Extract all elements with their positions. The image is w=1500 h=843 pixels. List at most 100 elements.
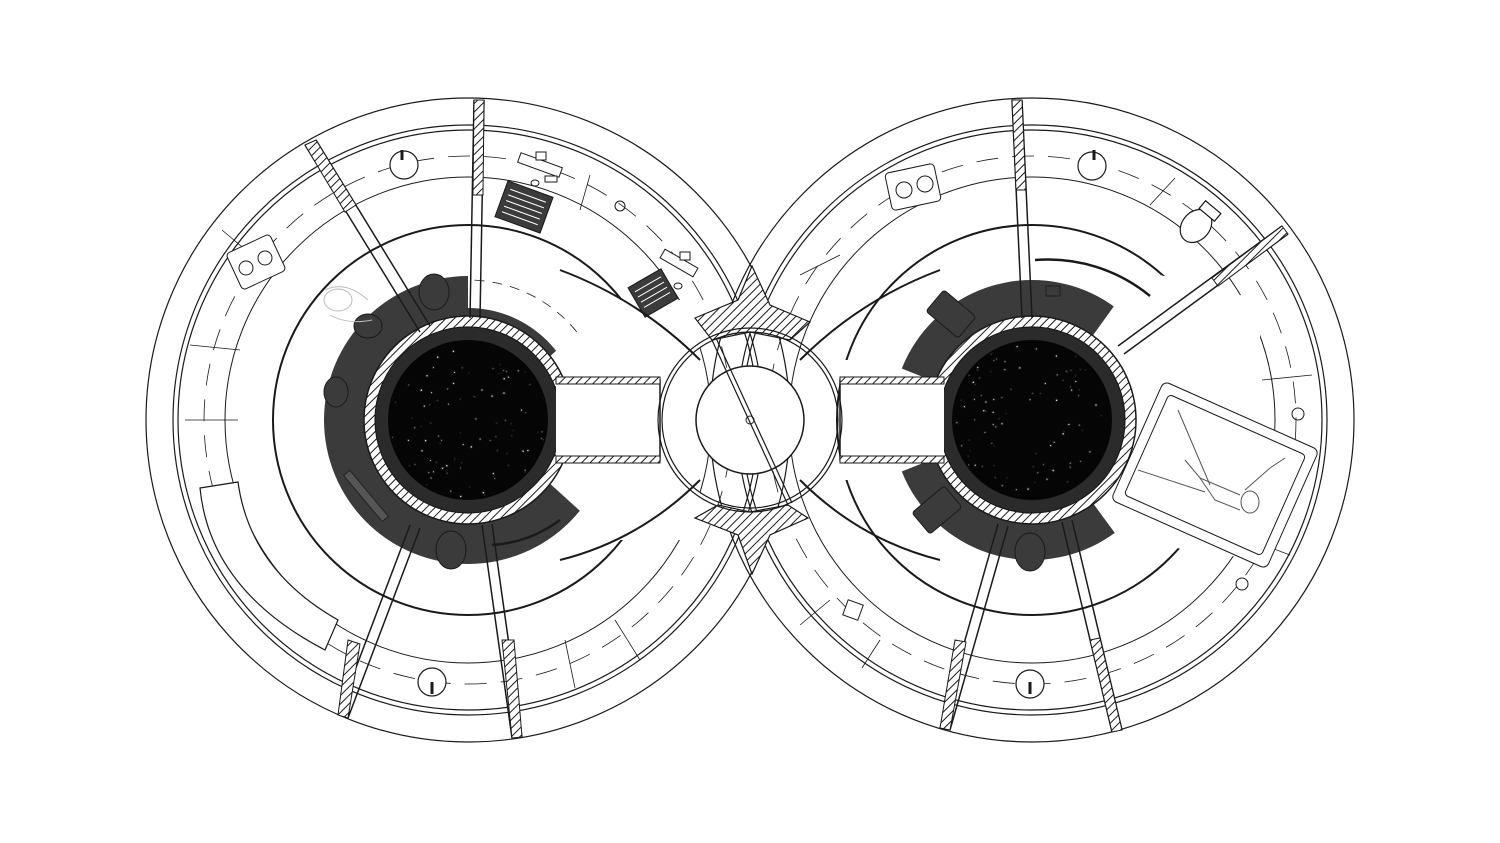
- star: [407, 383, 411, 387]
- star: [967, 374, 971, 377]
- star: [1018, 366, 1022, 370]
- star: [1054, 398, 1059, 403]
- star: [1066, 480, 1069, 484]
- star: [540, 430, 544, 434]
- central-hub: [559, 264, 941, 576]
- star: [537, 431, 540, 434]
- star: [447, 402, 450, 406]
- star: [1066, 370, 1069, 374]
- star: [1009, 387, 1013, 391]
- chair-icon: [323, 273, 467, 570]
- light-icon: [614, 200, 626, 212]
- laptop-icon: [494, 180, 554, 234]
- star: [976, 368, 979, 372]
- star: [425, 374, 429, 378]
- star: [984, 400, 988, 404]
- star: [1000, 396, 1004, 400]
- hub-axis-line-2: [715, 337, 793, 504]
- star: [1079, 368, 1082, 371]
- laptop-icon: [627, 268, 679, 318]
- star: [1005, 476, 1009, 479]
- right-corridor-wall-top: [839, 376, 945, 385]
- star: [498, 363, 501, 366]
- star: [439, 441, 442, 445]
- star: [504, 419, 507, 422]
- star: [1074, 374, 1077, 377]
- star: [1070, 388, 1074, 392]
- star: [461, 443, 465, 447]
- star: [1079, 459, 1083, 463]
- star: [1034, 347, 1038, 351]
- star: [460, 461, 463, 464]
- left-module: [145, 97, 791, 743]
- star: [504, 370, 508, 373]
- star: [459, 431, 462, 435]
- left-porthole-bench: [343, 469, 389, 523]
- star: [429, 391, 434, 395]
- star: [1074, 379, 1078, 384]
- hub-axis-line: [711, 339, 789, 506]
- star: [993, 476, 997, 479]
- sink-icon: [389, 150, 447, 697]
- star: [474, 417, 478, 421]
- star: [480, 388, 484, 392]
- star: [1049, 443, 1053, 448]
- star: [1077, 423, 1081, 427]
- star: [453, 459, 456, 462]
- star: [449, 489, 453, 493]
- star: [967, 455, 970, 458]
- star: [512, 429, 515, 432]
- star: [523, 468, 527, 472]
- star: [1039, 392, 1042, 395]
- star: [507, 464, 510, 467]
- chair-icon: [912, 290, 1046, 572]
- star: [459, 494, 463, 498]
- hub-outer-ring: [657, 327, 843, 513]
- stove-icon: [226, 234, 286, 290]
- star: [509, 422, 513, 425]
- star: [429, 421, 433, 425]
- star: [1094, 403, 1098, 407]
- star: [973, 418, 977, 422]
- star: [406, 438, 410, 442]
- star: [435, 399, 439, 402]
- star: [979, 394, 983, 397]
- star: [445, 463, 449, 468]
- star: [523, 471, 526, 474]
- star: [995, 357, 998, 361]
- star: [436, 434, 440, 438]
- star: [973, 463, 977, 467]
- star: [419, 425, 422, 428]
- star: [459, 466, 462, 470]
- bed-icon: [1112, 382, 1318, 568]
- star: [1055, 373, 1059, 377]
- desk-icon: [659, 248, 699, 290]
- star: [496, 449, 499, 452]
- star: [440, 466, 445, 470]
- left-arc-rail: [491, 518, 561, 547]
- light-icon: [1291, 407, 1305, 421]
- star: [1015, 344, 1019, 349]
- star: [468, 486, 471, 489]
- star: [1084, 368, 1087, 372]
- star: [1032, 465, 1035, 468]
- star: [1034, 452, 1038, 455]
- left-corridor-wall-bottom: [555, 455, 661, 464]
- star: [992, 397, 996, 402]
- stove-icon: [884, 163, 942, 211]
- hub-core: [695, 365, 805, 475]
- star: [1000, 422, 1004, 426]
- star: [516, 369, 520, 373]
- star: [1068, 465, 1072, 469]
- star: [1069, 385, 1072, 389]
- star: [498, 372, 501, 375]
- star: [478, 437, 482, 441]
- light-icon: [1235, 577, 1249, 591]
- star: [495, 422, 498, 425]
- star: [459, 397, 462, 401]
- star: [519, 408, 524, 412]
- star: [502, 377, 506, 381]
- star: [1068, 461, 1072, 465]
- star: [1028, 398, 1032, 402]
